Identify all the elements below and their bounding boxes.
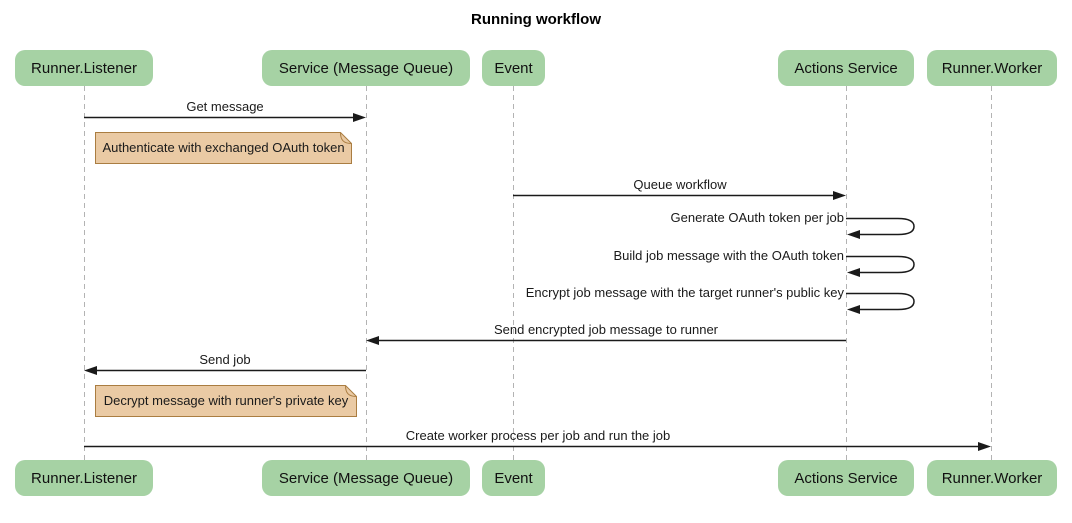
message-label-encrypt-job-message: Encrypt job message with the target runn…	[525, 285, 844, 300]
arrow-get-message	[84, 113, 366, 122]
arrow-create-worker-process	[84, 442, 991, 451]
message-label-queue-workflow: Queue workflow	[633, 177, 727, 192]
message-label-get-message: Get message	[186, 99, 264, 114]
participant-top-runner-worker: Runner.Worker	[927, 50, 1057, 86]
note-authenticate-shape	[95, 132, 352, 164]
note-authenticate: Authenticate with exchanged OAuth token	[102, 140, 345, 155]
arrow-send-encrypted-job-message	[366, 336, 846, 345]
participant-bottom-runner-listener: Runner.Listener	[15, 460, 153, 496]
note-decrypt: Decrypt message with runner's private ke…	[103, 393, 349, 408]
participant-top-actions-service: Actions Service	[778, 50, 914, 86]
participant-top-event: Event	[482, 50, 545, 86]
participant-bottom-actions-service: Actions Service	[778, 460, 914, 496]
arrow-send-job	[84, 366, 366, 375]
note-decrypt-shape	[95, 385, 357, 417]
self-arrow-encrypt-job-message	[846, 292, 915, 314]
participant-bottom-service-message-queue: Service (Message Queue)	[262, 460, 470, 496]
message-label-generate-oauth-token: Generate OAuth token per job	[670, 210, 844, 225]
message-label-send-encrypted-job: Send encrypted job message to runner	[493, 322, 719, 337]
message-label-create-worker-process: Create worker process per job and run th…	[405, 428, 671, 443]
message-label-build-job-message: Build job message with the OAuth token	[613, 248, 844, 263]
self-arrow-generate-oauth-token	[846, 217, 915, 239]
diagram-title: Running workflow	[471, 11, 601, 28]
arrow-queue-workflow	[513, 191, 846, 200]
message-label-send-job: Send job	[199, 352, 251, 367]
participant-bottom-event: Event	[482, 460, 545, 496]
self-arrow-build-job-message	[846, 255, 915, 277]
participant-top-runner-listener: Runner.Listener	[15, 50, 153, 86]
participant-top-service-message-queue: Service (Message Queue)	[262, 50, 470, 86]
participant-bottom-runner-worker: Runner.Worker	[927, 460, 1057, 496]
